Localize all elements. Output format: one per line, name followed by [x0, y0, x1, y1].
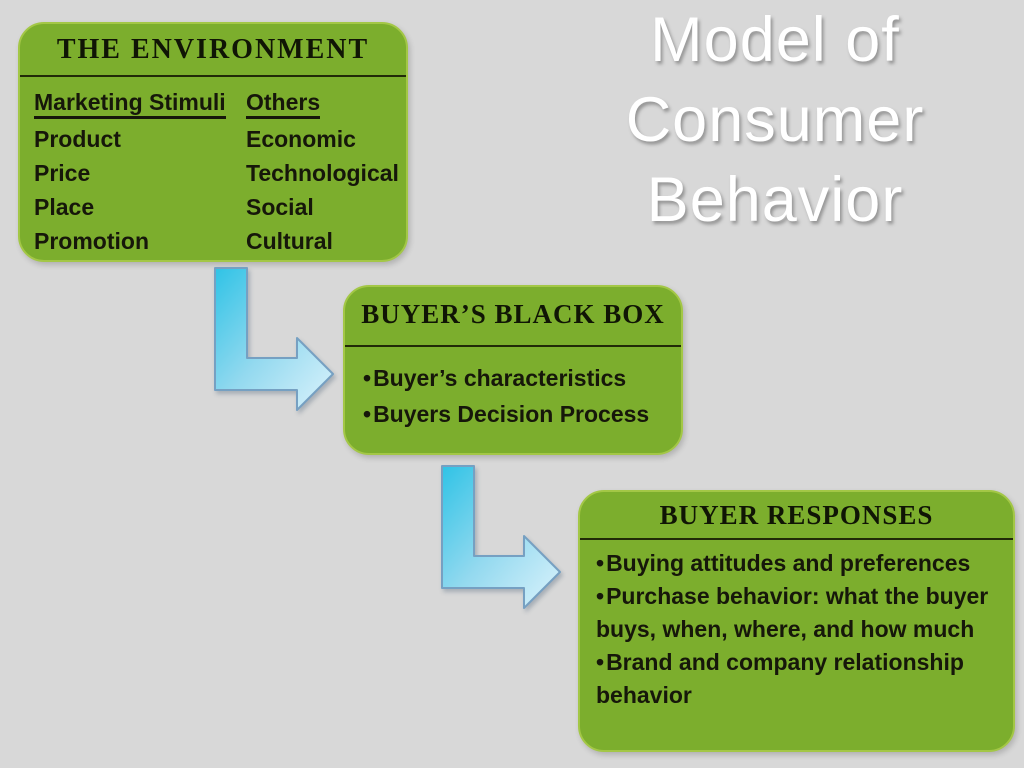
slide-title-line: Model of [650, 5, 900, 75]
bullet-icon: • [596, 583, 605, 609]
black-box-bullet-list: •Buyer’s characteristics •Buyers Decisio… [345, 347, 681, 432]
others-header-text: Others [246, 88, 321, 119]
list-item: Technological [246, 160, 399, 186]
list-item: Economic [246, 126, 356, 152]
list-item: Product [34, 126, 121, 152]
environment-header-divider [20, 75, 406, 77]
bullet-text: Buyers Decision Process [373, 401, 650, 427]
marketing-stimuli-header-text: Marketing Stimuli [34, 88, 226, 119]
marketing-stimuli-column: Marketing Stimuli Product Price Place Pr… [34, 85, 246, 258]
list-item: Price [34, 160, 91, 186]
list-item: Promotion [34, 228, 149, 254]
marketing-stimuli-header: Marketing Stimuli [34, 85, 246, 122]
list-item: •Purchase behavior: what the buyer buys,… [596, 580, 1005, 646]
list-item: •Buyers Decision Process [363, 396, 673, 432]
list-item: •Brand and company relationship behavior [596, 646, 1005, 712]
bullet-text: Buyer’s characteristics [373, 365, 627, 391]
elbow-arrow-icon [214, 267, 334, 411]
buyer-responses-header-divider [580, 538, 1013, 540]
bullet-text: Brand and company relationship behavior [596, 649, 964, 708]
slide-title-line: Behavior [646, 165, 904, 235]
bullet-text: Buying attitudes and preferences [606, 550, 971, 576]
list-item: Social [246, 194, 314, 220]
buyer-responses-box: BUYER RESPONSES •Buying attitudes and pr… [578, 490, 1015, 752]
slide-title: Model of Consumer Behavior [555, 0, 995, 240]
list-item: Place [34, 194, 95, 220]
buyer-responses-title: BUYER RESPONSES [659, 500, 934, 530]
black-box-header-divider [345, 345, 681, 347]
others-column: Others Economic Technological Social Cul… [246, 85, 400, 258]
bullet-text: Purchase behavior: what the buyer buys, … [596, 583, 989, 642]
environment-box: THE ENVIRONMENT Marketing Stimuli Produc… [18, 22, 408, 262]
bullet-icon: • [363, 401, 372, 427]
slide-title-line: Consumer [625, 85, 925, 155]
black-box-title: BUYER’S BLACK BOX [361, 299, 665, 329]
bullet-icon: • [596, 550, 605, 576]
buyers-black-box: BUYER’S BLACK BOX •Buyer’s characteristi… [343, 285, 683, 455]
bullet-icon: • [363, 365, 372, 391]
list-item: •Buyer’s characteristics [363, 360, 673, 396]
buyer-responses-bullet-list: •Buying attitudes and preferences •Purch… [580, 540, 1013, 712]
elbow-arrow-icon [441, 465, 561, 609]
list-item: •Buying attitudes and preferences [596, 547, 1005, 580]
others-header: Others [246, 85, 400, 122]
list-item: Cultural [246, 228, 333, 254]
bullet-icon: • [596, 649, 605, 675]
environment-box-title: THE ENVIRONMENT [56, 34, 370, 65]
environment-columns: Marketing Stimuli Product Price Place Pr… [20, 77, 406, 258]
